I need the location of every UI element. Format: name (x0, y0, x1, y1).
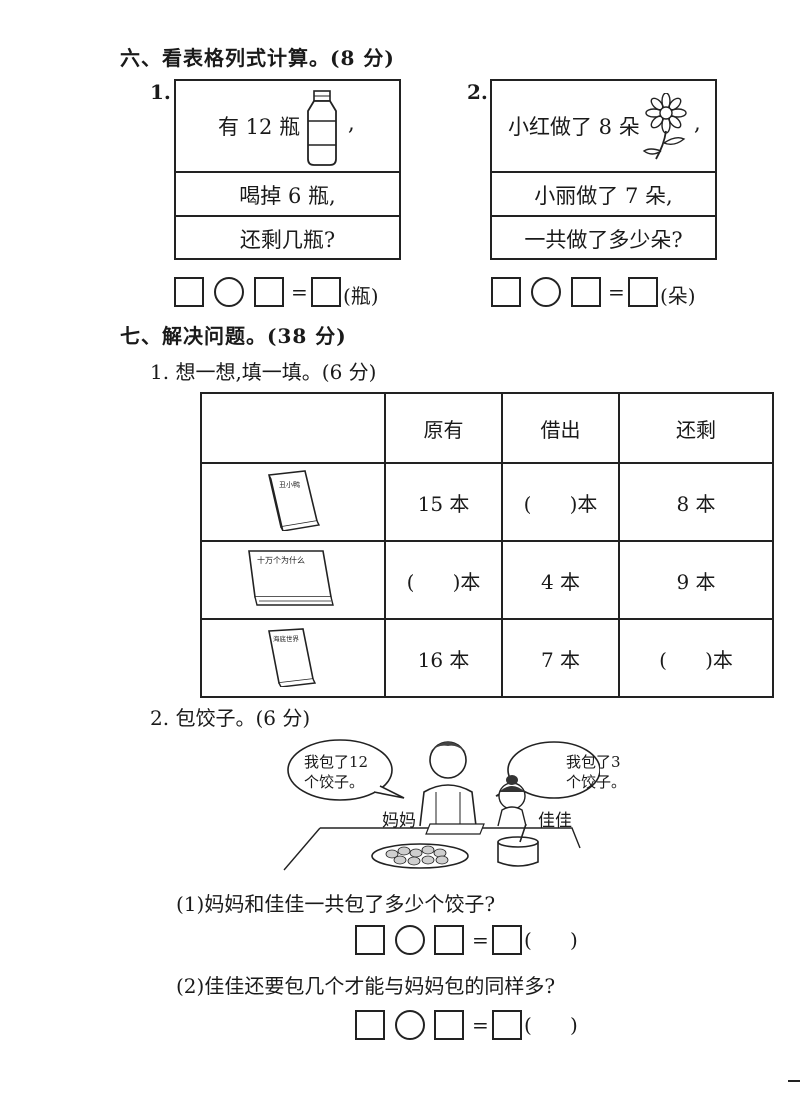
q6-2-comma: , (694, 111, 701, 135)
q6-1-equals: = (291, 280, 308, 304)
books-table: 原有 借出 还剩 丑小鸭 15 本 ( )本 8 本 十万个为什么 ( (200, 392, 774, 698)
table-row: 海底世界 16 本 7 本 ( )本 (200, 618, 774, 698)
book-title: 海底世界 (273, 634, 300, 643)
table-cell: 16 本 (384, 618, 503, 698)
q7-2-1-equals: = (472, 928, 489, 952)
mom-speech-line2: 个饺子。 (304, 773, 365, 791)
q6-1-unit: (瓶) (343, 284, 379, 308)
book-icon: 丑小鸭 (268, 469, 321, 532)
book-title: 十万个为什么 (257, 555, 305, 565)
q6-2-line2: 小丽做了 7 朵, (492, 171, 715, 217)
q7-2-2-unit[interactable]: ( ) (524, 1013, 578, 1037)
books-table-header: 原有 借出 还剩 (200, 392, 774, 464)
q6-1-answer-box-3[interactable] (311, 277, 341, 307)
q6-1-comma: , (348, 111, 355, 135)
q6-1-table: 有 12 瓶 , 喝掉 6 瓶, 还剩几瓶? (174, 79, 401, 260)
q7-2-2-equals: = (472, 1013, 489, 1037)
q7-2-sub1: (1)妈妈和佳佳一共包了多少个饺子? (176, 892, 496, 916)
mom-speech-line1: 我包了12 (304, 753, 369, 771)
q6-2-line1: 小红做了 8 朵 (508, 115, 640, 139)
q7-2-2-answer-box-2[interactable] (434, 1010, 464, 1040)
q7-2-2-operator-circle[interactable] (395, 1010, 425, 1040)
q6-2-operator-circle[interactable] (531, 277, 561, 307)
q6-2-row1: 小红做了 8 朵 , (492, 81, 715, 171)
q6-1-answer-box-2[interactable] (254, 277, 284, 307)
table-cell: 15 本 (384, 462, 503, 542)
q6-2-table: 小红做了 8 朵 , 小丽做了 7 朵, 一共做了多少朵? (490, 79, 717, 260)
q7-2-sub2: (2)佳佳还要包几个才能与妈妈包的同样多? (176, 974, 556, 998)
header-lent: 借出 (501, 392, 620, 464)
table-cell: 4 本 (501, 540, 620, 620)
q7-2-1-operator-circle[interactable] (395, 925, 425, 955)
q6-2-equals: = (608, 280, 625, 304)
table-cell[interactable]: ( )本 (384, 540, 503, 620)
q7-2-1-answer-box-3[interactable] (492, 925, 522, 955)
q6-1-line3: 还剩几瓶? (176, 215, 399, 260)
q6-1-line2: 喝掉 6 瓶, (176, 171, 399, 217)
q7-2-title: 2. 包饺子。(6 分) (150, 706, 311, 730)
q6-2-unit: (朵) (660, 284, 696, 308)
q6-1-number: 1. (150, 80, 171, 104)
q6-2-answer-box-2[interactable] (571, 277, 601, 307)
bottle-icon (307, 90, 337, 166)
header-original: 原有 (384, 392, 503, 464)
q7-2-1-unit[interactable]: ( ) (524, 928, 578, 952)
label-jiajia: 佳佳 (538, 811, 572, 831)
header-blank (200, 392, 386, 464)
table-cell: 8 本 (618, 462, 774, 542)
book-icon: 十万个为什么 (248, 549, 334, 606)
flower-icon (642, 93, 687, 160)
q6-1-row1: 有 12 瓶 , (176, 81, 399, 171)
section6-title: 六、看表格列式计算。(8 分) (120, 46, 395, 70)
book-cell: 海底世界 (200, 618, 386, 698)
jiajia-speech-line2: 个饺子。 (566, 773, 627, 791)
q6-1-operator-circle[interactable] (214, 277, 244, 307)
q7-2-2-answer-box-1[interactable] (355, 1010, 385, 1040)
table-cell[interactable]: ( )本 (618, 618, 774, 698)
q6-2-answer-box-3[interactable] (628, 277, 658, 307)
page-edge-mark (788, 1080, 800, 1082)
q7-2-1-answer-box-1[interactable] (355, 925, 385, 955)
book-cell: 十万个为什么 (200, 540, 386, 620)
q6-1-answer-box-1[interactable] (174, 277, 204, 307)
q7-2-1-answer-box-2[interactable] (434, 925, 464, 955)
table-cell: 7 本 (501, 618, 620, 698)
jiajia-speech-line1: 我包了3 (566, 753, 621, 771)
section7-title: 七、解决问题。(38 分) (120, 324, 347, 348)
header-remaining: 还剩 (618, 392, 774, 464)
table-row: 十万个为什么 ( )本 4 本 9 本 (200, 540, 774, 620)
q6-2-line3: 一共做了多少朵? (492, 215, 715, 260)
q7-1-title: 1. 想一想,填一填。(6 分) (150, 360, 377, 384)
q6-2-number: 2. (467, 80, 488, 104)
table-cell: 9 本 (618, 540, 774, 620)
book-title: 丑小鸭 (279, 480, 300, 489)
book-cell: 丑小鸭 (200, 462, 386, 542)
book-icon: 海底世界 (268, 627, 317, 688)
q7-2-2-answer-box-3[interactable] (492, 1010, 522, 1040)
q6-1-line1: 有 12 瓶 (218, 115, 301, 139)
dumpling-scene-illustration (283, 739, 600, 871)
table-row: 丑小鸭 15 本 ( )本 8 本 (200, 462, 774, 542)
q6-2-answer-box-1[interactable] (491, 277, 521, 307)
table-cell[interactable]: ( )本 (501, 462, 620, 542)
label-mom: 妈妈 (382, 811, 416, 831)
